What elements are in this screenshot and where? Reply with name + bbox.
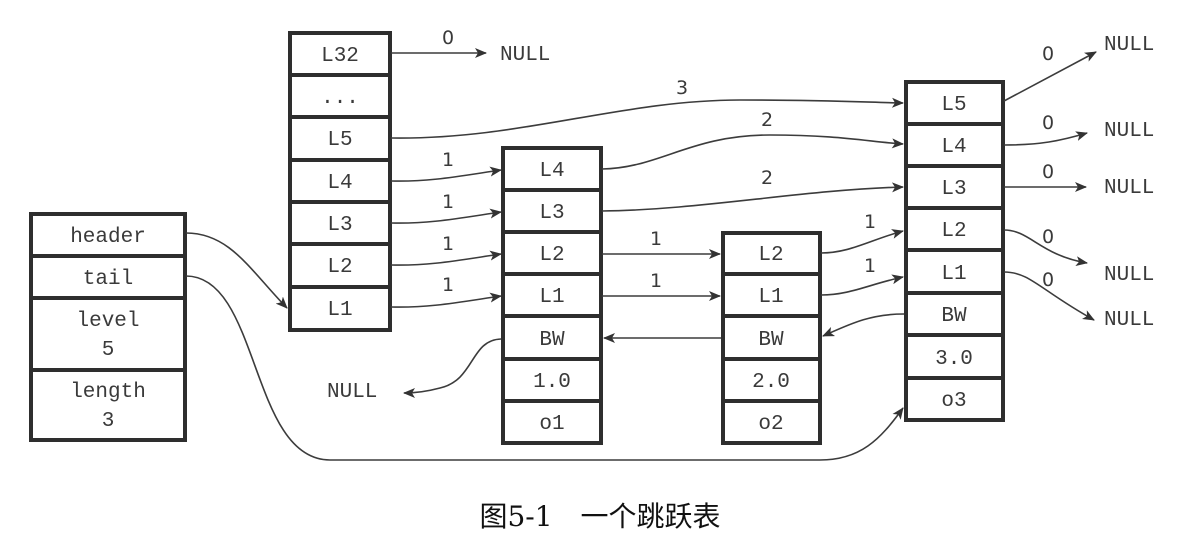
span-labels: 0 3 1 1 1 1 2 2 1 1 1 1 0 0 0 0 0	[442, 27, 1054, 296]
node-o1-level-L1: L1	[539, 286, 564, 309]
span-label: 1	[442, 233, 454, 255]
node-o2-obj: o2	[758, 413, 783, 436]
header-level-L5: L5	[327, 129, 352, 152]
span-label: 0	[442, 27, 454, 49]
figure-caption: 图5-1 一个跳跃表	[479, 500, 720, 533]
edge-header-L3	[390, 208, 502, 224]
edge-header-L2	[390, 250, 502, 266]
edge-o2-L2	[820, 229, 904, 254]
header-field: header	[70, 226, 146, 249]
null-label: NULL	[1104, 177, 1154, 200]
span-label: 1	[442, 274, 454, 296]
node-o3-level-L1: L1	[941, 263, 966, 286]
header-level-ellipsis: ...	[321, 87, 359, 110]
span-label: 0	[1042, 269, 1054, 291]
node-o1-level-L3: L3	[539, 202, 564, 225]
header-level-L3: L3	[327, 214, 352, 237]
pointer-edges	[185, 48, 1097, 461]
edge-o1-L4	[601, 134, 904, 170]
node-o1-obj: o1	[539, 413, 564, 436]
edge-tail-pointer	[185, 275, 904, 461]
edge-o3-backward	[822, 313, 905, 337]
node-o2: L2 L1 BW 2.0 o2	[721, 231, 822, 445]
node-o3: L5 L4 L3 L2 L1 BW 3.0 o3	[904, 80, 1005, 422]
edge-header-pointer	[185, 232, 288, 309]
node-o2-level-L2: L2	[758, 244, 783, 267]
level-field-label: level	[76, 310, 139, 333]
level-field-value: 5	[102, 339, 115, 362]
span-label: 3	[676, 77, 688, 99]
length-field-label: length	[70, 381, 146, 404]
node-o3-level-L3: L3	[941, 178, 966, 201]
span-label: 1	[864, 255, 876, 277]
span-label: 1	[442, 149, 454, 171]
span-label: 1	[864, 211, 876, 233]
node-o3-level-L2: L2	[941, 220, 966, 243]
span-label: 1	[650, 270, 662, 292]
zskiplist-box	[29, 212, 187, 442]
span-label: 0	[1042, 226, 1054, 248]
header-level-L1: L1	[327, 299, 352, 322]
edge-o1-L3	[601, 182, 904, 212]
node-o2-score: 2.0	[752, 371, 790, 394]
span-label: 1	[650, 228, 662, 250]
node-o1-level-L2: L2	[539, 244, 564, 267]
span-label: 2	[761, 109, 773, 131]
null-label: NULL	[1104, 309, 1154, 332]
header-node-box	[288, 31, 392, 332]
span-label: 0	[1042, 112, 1054, 134]
node-o1-level-L4: L4	[539, 160, 564, 183]
edge-o1-backward	[403, 338, 502, 398]
null-label: NULL	[500, 44, 550, 67]
edge-o3-L2	[1003, 229, 1088, 267]
node-o2-backward: BW	[758, 329, 784, 352]
tail-field: tail	[83, 268, 133, 291]
edge-o2-L1	[820, 274, 904, 296]
node-o3-backward: BW	[941, 305, 967, 328]
null-label: NULL	[1104, 34, 1154, 57]
null-label: NULL	[1104, 264, 1154, 287]
node-o1-box	[501, 146, 603, 445]
edge-o3-L1	[1003, 271, 1095, 321]
header-level-L32: L32	[321, 45, 359, 68]
length-field-value: 3	[102, 410, 115, 433]
span-label: 2	[761, 167, 773, 189]
header-level-L4: L4	[327, 172, 352, 195]
null-label: NULL	[1104, 120, 1154, 143]
node-o3-score: 3.0	[935, 348, 973, 371]
zskiplist-struct: header tail level 5 length 3	[29, 212, 187, 442]
span-label: 1	[442, 191, 454, 213]
header-level-L2: L2	[327, 256, 352, 279]
node-o1: L4 L3 L2 L1 BW 1.0 o1	[501, 146, 603, 445]
node-o1-score: 1.0	[533, 371, 571, 394]
edge-o3-L4	[1003, 131, 1088, 146]
edge-header-L1	[390, 292, 502, 308]
node-o3-obj: o3	[941, 390, 966, 413]
node-o2-box	[721, 231, 822, 445]
span-label: 0	[1042, 161, 1054, 183]
span-label: 0	[1042, 43, 1054, 65]
null-labels: NULL NULL NULL NULL NULL NULL NULL	[327, 34, 1154, 404]
edge-o3-L5	[1003, 51, 1097, 102]
edge-header-L4	[390, 166, 502, 182]
header-node: L32 ... L5 L4 L3 L2 L1	[288, 31, 392, 332]
node-o3-level-L4: L4	[941, 136, 966, 159]
node-o3-level-L5: L5	[941, 94, 966, 117]
edge-header-L5	[390, 97, 904, 139]
node-o2-level-L1: L1	[758, 286, 783, 309]
node-o1-backward: BW	[539, 329, 565, 352]
null-label: NULL	[327, 381, 377, 404]
